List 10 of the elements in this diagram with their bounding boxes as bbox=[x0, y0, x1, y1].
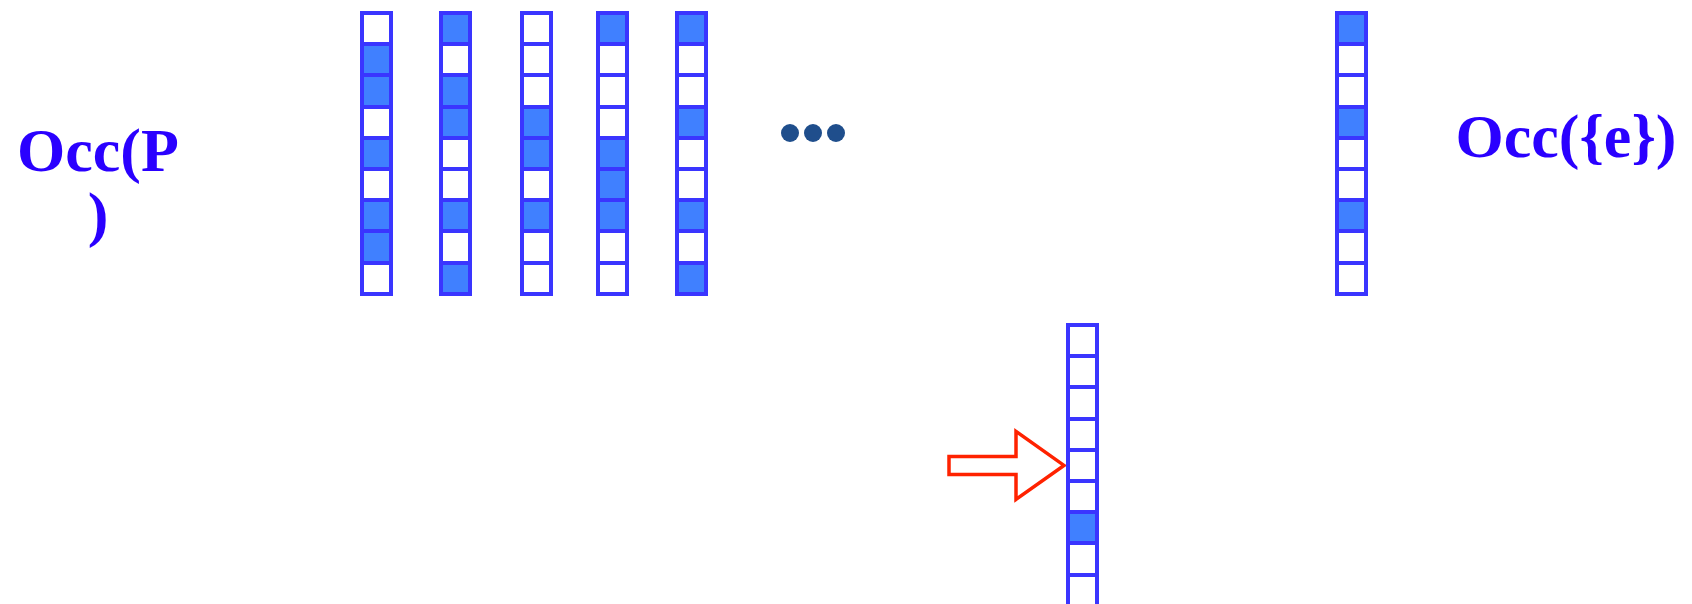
bit-column bbox=[439, 11, 472, 296]
bit-column bbox=[1066, 323, 1099, 604]
block-arrow bbox=[947, 428, 1068, 503]
bit-column bbox=[1335, 11, 1368, 296]
set-label: Occ({e}) bbox=[1454, 104, 1678, 168]
bit-column bbox=[360, 11, 393, 296]
bit-column bbox=[596, 11, 629, 296]
set-label: Occ(P ) bbox=[16, 118, 180, 246]
bit-column bbox=[520, 11, 553, 296]
bit-column bbox=[675, 11, 708, 296]
